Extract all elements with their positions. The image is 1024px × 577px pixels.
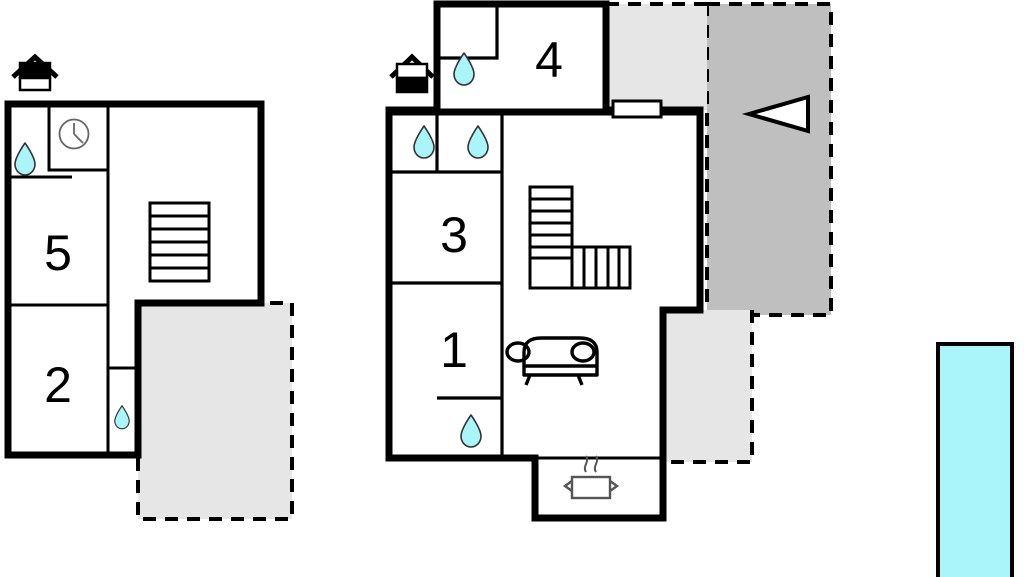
floor-center-partitions — [391, 6, 504, 458]
terrace-center-light-top — [606, 2, 707, 110]
sofa-icon — [505, 336, 599, 386]
floor-center-group: 4 3 1 — [385, 0, 833, 522]
cooking-pot-icon — [562, 455, 620, 500]
room-number-2: 2 — [44, 357, 72, 413]
room-number-3: 3 — [440, 207, 468, 263]
floor-left-group: 5 2 — [4, 53, 294, 521]
swimming-pool — [936, 342, 1014, 577]
stairs-icon-left — [148, 201, 211, 283]
door-opening-icon — [611, 99, 663, 119]
room-number-5: 5 — [44, 225, 72, 281]
clock-icon — [58, 118, 90, 150]
floor-left-partitions — [8, 104, 138, 455]
room-number-1: 1 — [440, 322, 468, 378]
floor-left-interior — [8, 104, 261, 455]
stairs-icon-l-shaped — [528, 185, 632, 290]
terrace-left-1 — [136, 301, 294, 521]
floor-left-outer-wall — [4, 100, 265, 459]
view-direction-triangle-icon — [741, 94, 810, 134]
house-icon — [11, 53, 59, 92]
room-number-4: 4 — [535, 32, 563, 88]
house-icon — [389, 53, 435, 94]
terrace-center-dark — [705, 2, 833, 317]
terrace-dark-dashed-outline — [705, 2, 833, 317]
